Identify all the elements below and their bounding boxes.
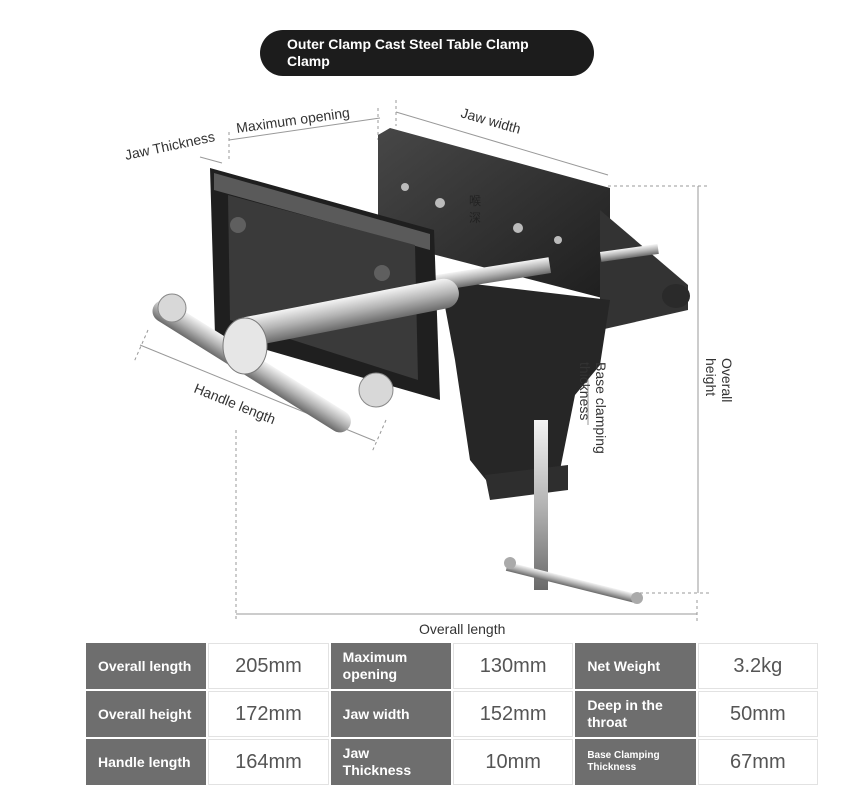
spec-value: 67mm xyxy=(697,739,818,785)
spec-row: Handle length 164mm Jaw Thickness 10mm B… xyxy=(86,739,818,785)
spec-key: Jaw width xyxy=(330,691,451,737)
spec-value: 3.2kg xyxy=(697,643,818,689)
spec-table: Overall length 205mm Maximum opening 130… xyxy=(84,641,820,787)
spec-key: Net Weight xyxy=(575,643,696,689)
title-line-2: Clamp xyxy=(287,53,330,69)
title-line-1: Outer Clamp Cast Steel Table Clamp xyxy=(287,36,529,52)
label-maximum-opening: Maximum opening xyxy=(235,104,351,136)
label-base-clamping-line-2: thickness xyxy=(577,362,593,420)
spec-value: 130mm xyxy=(452,643,574,689)
spec-value: 205mm xyxy=(208,643,329,689)
label-base-clamping-line-1: Base clamping xyxy=(593,362,609,454)
spec-key: Overall height xyxy=(86,691,207,737)
spec-value: 164mm xyxy=(208,739,329,785)
label-overall-height-line-2: height xyxy=(703,358,719,396)
throat-char-2: 深 xyxy=(469,211,481,225)
spec-key: Deep in the throat xyxy=(575,691,696,737)
spec-value: 10mm xyxy=(452,739,574,785)
throat-char-1: 喉 xyxy=(469,194,481,208)
spec-key: Base Clamping Thickness xyxy=(575,739,696,785)
spec-row: Overall length 205mm Maximum opening 130… xyxy=(86,643,818,689)
spec-value: 152mm xyxy=(452,691,574,737)
label-jaw-width: Jaw width xyxy=(459,105,522,137)
spec-key: Handle length xyxy=(86,739,207,785)
spec-value: 50mm xyxy=(697,691,818,737)
spec-key: Jaw Thickness xyxy=(330,739,451,785)
spec-key: Maximum opening xyxy=(330,643,451,689)
vise-handle xyxy=(152,278,459,433)
spec-row: Overall height 172mm Jaw width 152mm Dee… xyxy=(86,691,818,737)
label-overall-length: Overall length xyxy=(419,621,505,637)
vise-diagram: 喉 深 Jaw Thickness Maximum opening Jaw wi… xyxy=(123,100,735,637)
label-overall-height-line-1: Overall xyxy=(719,358,735,402)
page-title: Outer Clamp Cast Steel Table Clamp Clamp xyxy=(260,30,594,76)
fixed-jaw xyxy=(378,128,690,500)
spec-value: 172mm xyxy=(208,691,329,737)
steel-parts xyxy=(430,243,659,604)
spec-key: Overall length xyxy=(86,643,207,689)
